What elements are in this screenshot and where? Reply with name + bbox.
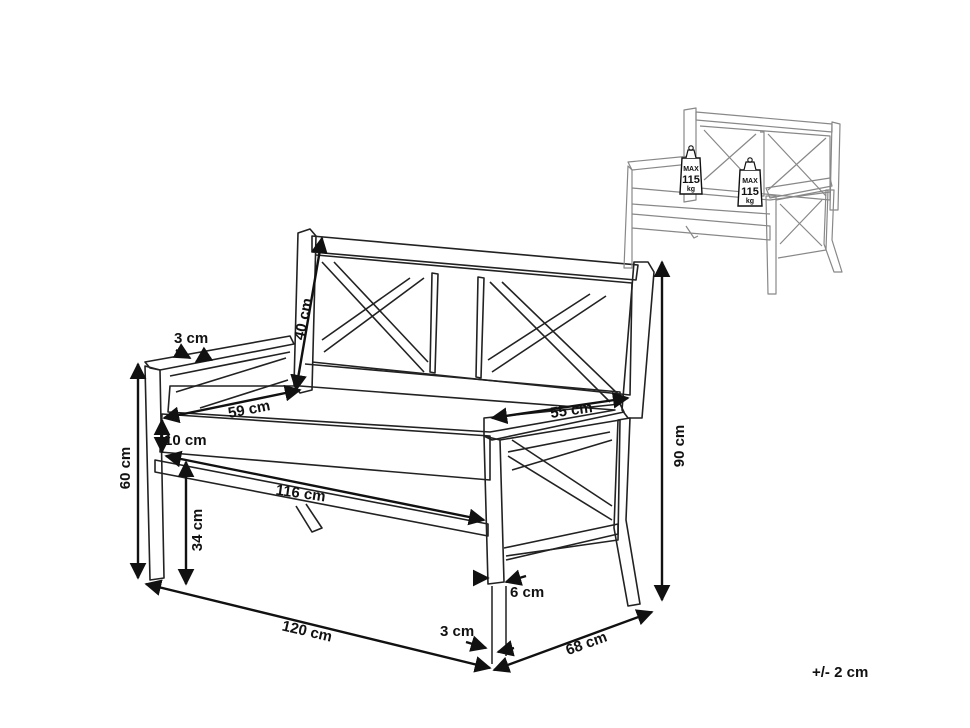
weight-badge-2-value: 115 (741, 186, 759, 198)
weight-badge-1: MAX 115 kg (679, 145, 703, 195)
label-total-depth: 68 cm (564, 629, 610, 660)
weight-badge-2-max: MAX (742, 178, 758, 185)
dimension-lines (129, 236, 671, 673)
weight-badge-2-unit: kg (746, 198, 754, 205)
label-leg-thickness: 3 cm (440, 623, 474, 640)
weight-badge-1-max: MAX (683, 166, 699, 173)
label-seat-height: 34 cm (189, 509, 206, 552)
weight-badge-1-unit: kg (687, 186, 695, 193)
label-arm-height: 60 cm (117, 447, 134, 490)
weight-badge-2: MAX 115 kg (737, 157, 763, 207)
label-leg-width: 6 cm (510, 584, 544, 601)
reference-bench (623, 107, 843, 295)
weight-badge-1-value: 115 (682, 174, 700, 186)
label-back-height: 40 cm (291, 296, 316, 341)
tolerance-note: +/- 2 cm (812, 664, 868, 681)
label-total-width: 120 cm (280, 618, 333, 646)
label-arm-thickness: 3 cm (174, 330, 208, 347)
label-total-height: 90 cm (671, 425, 688, 468)
label-cushion-depth: 55 cm (549, 399, 593, 422)
label-seat-width: 116 cm (275, 482, 327, 506)
label-cushion-height: 10 cm (164, 432, 207, 449)
